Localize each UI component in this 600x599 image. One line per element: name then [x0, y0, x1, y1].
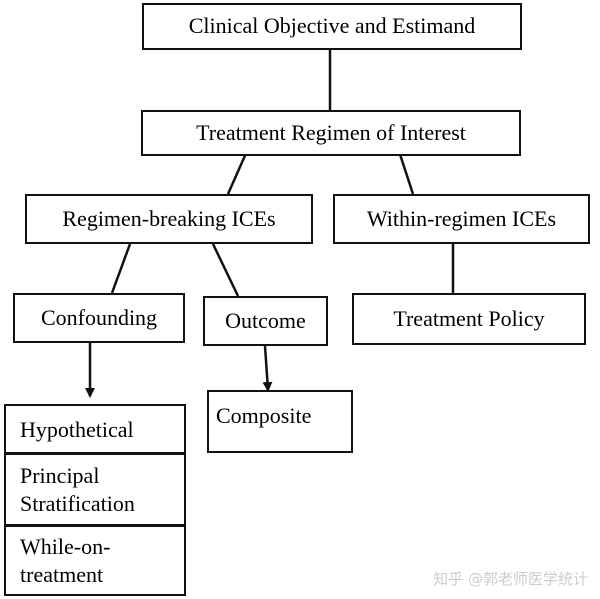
strategies-divider-2	[6, 524, 184, 527]
treatment-policy-box: Treatment Policy	[352, 293, 586, 345]
arrow-outcome-composite	[262, 345, 273, 392]
regimen-breaking-ices-box: Regimen-breaking ICEs	[25, 194, 313, 244]
outcome-label: Outcome	[225, 307, 306, 333]
treatment-label: treatment	[20, 562, 104, 587]
edge-breaking-confounding	[110, 243, 132, 294]
strategies-divider-1	[6, 452, 184, 455]
treatment-policy-label: Treatment Policy	[393, 305, 545, 331]
regimen-breaking-ices-label: Regimen-breaking ICEs	[62, 205, 276, 231]
treatment-regimen-box: Treatment Regimen of Interest	[141, 110, 521, 156]
edge-breaking-outcome	[211, 243, 240, 297]
while-on-label: While-on-	[20, 534, 111, 559]
clinical-objective-label: Clinical Objective and Estimand	[188, 13, 476, 39]
composite-box: Composite	[207, 390, 353, 453]
composite-label: Composite	[216, 403, 312, 428]
confounding-label: Confounding	[40, 304, 158, 330]
outcome-box: Outcome	[203, 296, 328, 346]
within-regimen-ices-label: Within-regimen ICEs	[366, 205, 557, 231]
treatment-regimen-label: Treatment Regimen of Interest	[196, 119, 466, 145]
strategies-box: Hypothetical Principal Stratification Wh…	[4, 404, 186, 596]
hypothetical-label: Hypothetical	[20, 416, 134, 442]
confounding-box: Confounding	[13, 293, 185, 343]
watermark-text: 知乎 @郭老师医学统计	[433, 570, 588, 588]
hypothetical-cell: Hypothetical	[6, 406, 184, 453]
clinical-objective-box: Clinical Objective and Estimand	[142, 3, 522, 50]
principal-stratification-cell: Principal Stratification	[6, 455, 184, 525]
while-on-treatment-cell: While-on- treatment	[6, 527, 184, 595]
stratification-label: Stratification	[20, 491, 135, 516]
principal-label: Principal	[20, 463, 100, 488]
within-regimen-ices-box: Within-regimen ICEs	[333, 194, 590, 244]
